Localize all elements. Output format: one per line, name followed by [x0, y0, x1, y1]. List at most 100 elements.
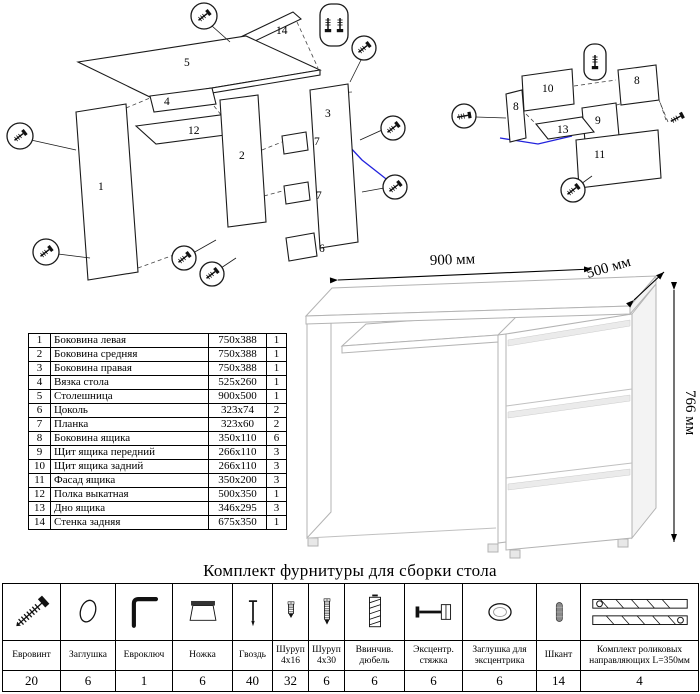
hardware-qty: 4	[580, 670, 699, 692]
drawer-handle-groove	[507, 394, 631, 419]
part-label-9: 9	[595, 115, 601, 127]
hardware-qty-row: 20 6 1 6 40 32 6 6 6 6 14 4	[2, 670, 699, 692]
hardware-labels-row: Евровинт Заглушка Евроключ Ножка Гвоздь …	[2, 640, 699, 671]
part-number: 6	[28, 403, 51, 418]
part-qty: 6	[266, 431, 287, 446]
assembly-guide-line	[296, 21, 319, 69]
part-number: 10	[28, 459, 51, 474]
hardware-kit-title: Комплект фурнитуры для сборки стола	[203, 561, 497, 580]
hardware-label: Заглушка для эксцентрика	[462, 640, 537, 671]
hardware-icons-row	[2, 583, 699, 641]
part-drawer-facade	[575, 129, 662, 189]
part-qty: 1	[266, 375, 287, 390]
part-size: 750x388	[208, 361, 267, 376]
part-tie	[149, 87, 217, 113]
part-size: 900x500	[208, 389, 267, 404]
part-name: Боковина средняя	[50, 347, 209, 362]
part-number: 3	[28, 361, 51, 376]
part-qty: 1	[266, 361, 287, 376]
hardware-label: Евровинт	[2, 640, 61, 671]
cam-plug-icon	[487, 603, 512, 621]
part-drawer-side-left	[505, 89, 527, 143]
part-middle-panel	[219, 94, 267, 228]
hardware-label: Заглушка	[60, 640, 116, 671]
part-qty: 1	[266, 487, 287, 502]
part-qty: 3	[266, 445, 287, 460]
assembly-guide-line	[137, 251, 183, 269]
part-right-panel	[309, 83, 359, 249]
hardware-qty: 6	[308, 670, 345, 692]
hardware-label: Ввинчив. дюбель	[344, 640, 405, 671]
hardware-qty: 14	[536, 670, 581, 692]
desk-keyboard-tray-edge	[341, 334, 499, 354]
desk-right-side	[631, 282, 657, 540]
part-drawer-bottom	[534, 116, 596, 140]
part-label-5: 5	[184, 57, 190, 69]
part-size: 525x260	[208, 375, 267, 390]
part-size: 346x295	[208, 501, 267, 516]
eurokey-icon	[131, 597, 159, 628]
part-label-6: 6	[319, 243, 325, 255]
part-qty: 3	[266, 459, 287, 474]
part-size: 750x388	[208, 347, 267, 362]
part-label-2: 2	[239, 150, 245, 162]
hardware-qty: 6	[462, 670, 537, 692]
hardware-table: Евровинт Заглушка Евроключ Ножка Гвоздь …	[2, 583, 699, 692]
hardware-label: Комплект роликовых направляющих L=350мм	[580, 640, 699, 671]
part-label-14: 14	[276, 25, 288, 37]
part-qty: 3	[266, 473, 287, 488]
desk-render: 900 мм 500 мм 766 мм	[304, 251, 697, 559]
nail-icon	[248, 600, 257, 627]
part-size: 750x388	[208, 333, 267, 348]
part-number: 2	[28, 347, 51, 362]
part-size: 266x110	[208, 459, 267, 474]
drawer-exploded-diagram: 10 8 8 9 13 11	[451, 43, 686, 203]
part-name: Боковина правая	[50, 361, 209, 376]
screw-4x30-icon	[323, 598, 330, 625]
width-dimension-line	[329, 266, 593, 284]
part-name: Дно ящика	[50, 501, 209, 516]
part-label-8a: 8	[634, 75, 640, 87]
part-number: 12	[28, 487, 51, 502]
part-name: Щит ящика передний	[50, 445, 209, 460]
hardware-label: Эксцентр. стяжка	[404, 640, 463, 671]
part-size: 323x60	[208, 417, 267, 432]
drawer-handle-groove	[507, 468, 631, 491]
part-label-10: 10	[542, 83, 554, 95]
part-label-4: 4	[164, 96, 170, 108]
hardware-qty: 32	[272, 670, 309, 692]
hardware-qty: 6	[344, 670, 405, 692]
hardware-label: Шуруп 4x30	[308, 640, 345, 671]
part-name: Столешница	[50, 389, 209, 404]
part-tabletop	[76, 35, 322, 99]
hardware-qty: 40	[232, 670, 273, 692]
part-label-7a: 7	[314, 136, 320, 148]
part-number: 8	[28, 431, 51, 446]
part-left-panel	[75, 103, 139, 281]
assembly-guide-line	[261, 141, 283, 151]
desk-middle-panel	[497, 333, 507, 544]
hardware-label: Шуруп 4x16	[272, 640, 309, 671]
part-size: 675x350	[208, 515, 267, 530]
part-name: Цоколь	[50, 403, 209, 418]
part-qty: 3	[266, 501, 287, 516]
drawer-handle-groove	[507, 319, 631, 347]
part-number: 5	[28, 389, 51, 404]
part-strip-2	[283, 181, 311, 205]
part-name: Боковина ящика	[50, 431, 209, 446]
assembly-guide-line	[125, 97, 151, 109]
hardware-qty: 20	[2, 670, 61, 692]
part-plinth	[285, 232, 318, 262]
part-size: 266x110	[208, 445, 267, 460]
part-number: 13	[28, 501, 51, 516]
assembly-guide-line	[659, 101, 667, 121]
screw-dowel-icon	[368, 594, 381, 628]
hardware-qty: 6	[404, 670, 463, 692]
